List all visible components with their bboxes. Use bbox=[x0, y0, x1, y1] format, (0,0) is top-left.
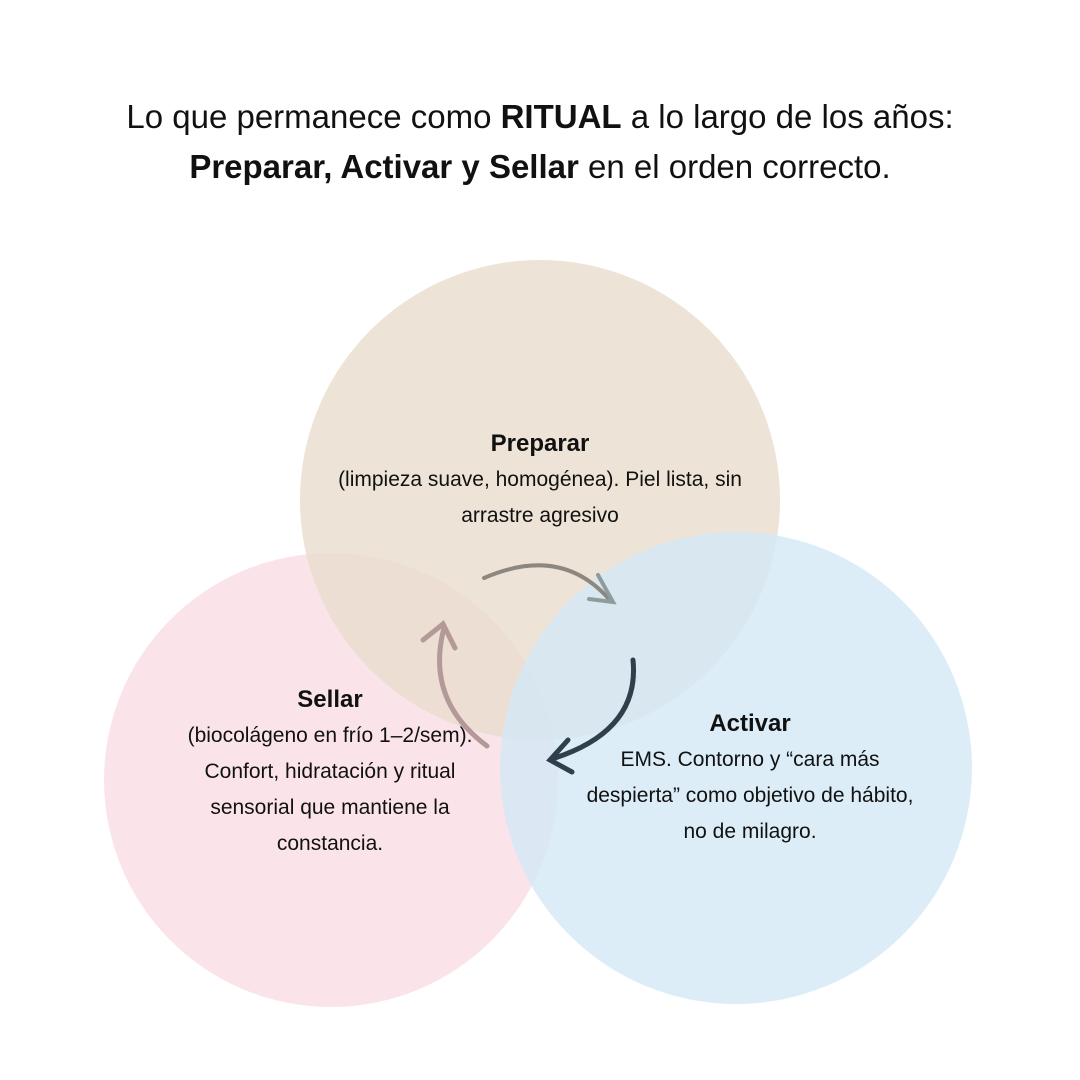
label-activar: Activar EMS. Contorno y “cara más despie… bbox=[586, 710, 914, 843]
cycle-arrow-preparar-to-activar bbox=[482, 563, 617, 605]
title-line-2: Preparar, Activar y Sellar en el orden c… bbox=[189, 148, 891, 185]
cycle-arrow-sellar-to-preparar bbox=[420, 620, 490, 749]
circle-activar bbox=[500, 532, 972, 1004]
cycle-arrow-activar-to-sellar bbox=[546, 657, 637, 775]
label-sellar: Sellar (biocolágeno en frío 1–2/sem). Co… bbox=[187, 686, 473, 855]
page-title: Lo que permanece como RITUAL a lo largo … bbox=[0, 92, 1080, 192]
title-line-1: Lo que permanece como RITUAL a lo largo … bbox=[126, 98, 954, 135]
label-preparar: Preparar (limpieza suave, homogénea). Pi… bbox=[338, 430, 742, 527]
